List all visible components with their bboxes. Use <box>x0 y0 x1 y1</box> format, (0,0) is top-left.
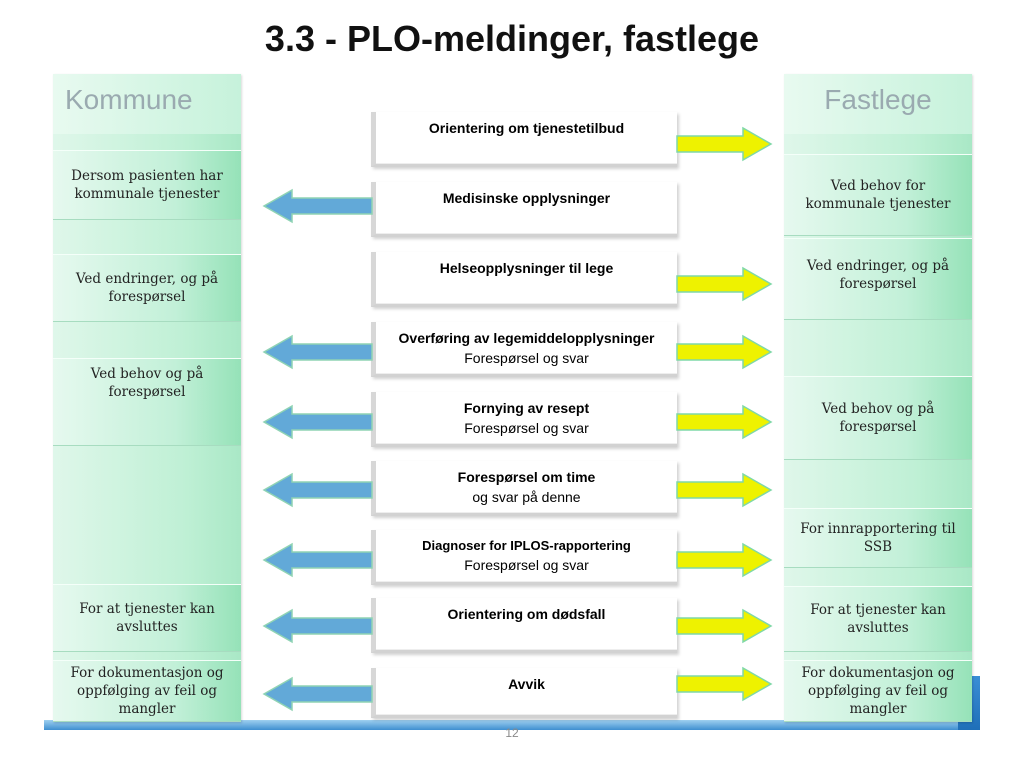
fastlege-box: For dokumentasjon og oppfølging av feil … <box>784 660 972 722</box>
arrow-right-icon <box>676 666 773 702</box>
page-number: 12 <box>505 726 519 740</box>
kommune-box: Dersom pasienten har kommunale tjenester <box>53 150 241 220</box>
arrow-left-icon <box>262 608 373 644</box>
message-title: Orientering om dødsfall <box>447 606 606 622</box>
arrow-left-icon <box>262 404 373 440</box>
message-box: Helseopplysninger til lege <box>371 252 677 307</box>
fastlege-box: For innrapportering til SSB <box>784 508 972 568</box>
message-title: Avvik <box>508 676 545 692</box>
fastlege-box: For at tjenester kan avsluttes <box>784 586 972 652</box>
message-subtitle: Forespørsel og svar <box>464 350 589 366</box>
message-box: Overføring av legemiddelopplysninger For… <box>371 322 677 377</box>
message-title: Overføring av legemiddelopplysninger <box>398 330 655 346</box>
message-box: Medisinske opplysninger <box>371 182 677 237</box>
fastlege-header: Fastlege <box>784 74 972 134</box>
slide-title: 3.3 - PLO-meldinger, fastlege <box>264 18 760 59</box>
message-title: Forespørsel om time <box>457 469 596 485</box>
arrow-left-icon <box>262 472 373 508</box>
message-box: Forespørsel om time og svar på denne <box>371 461 677 516</box>
fastlege-box: Ved endringer, og på forespørsel <box>784 238 972 320</box>
message-box: Fornying av resept Forespørsel og svar <box>371 392 677 447</box>
arrow-left-icon <box>262 676 373 712</box>
message-box: Diagnoser for IPLOS-rapportering Forespø… <box>371 530 677 585</box>
arrow-right-icon <box>676 404 773 440</box>
message-title: Medisinske opplysninger <box>442 190 611 206</box>
arrow-right-icon <box>676 472 773 508</box>
kommune-box: Ved behov og på forespørsel <box>53 358 241 446</box>
message-title: Fornying av resept <box>463 400 590 416</box>
message-box: Orientering om tjenestetilbud <box>371 112 677 167</box>
kommune-box: For at tjenester kan avsluttes <box>53 584 241 652</box>
footer-band <box>44 720 980 730</box>
kommune-header: Kommune <box>53 74 241 134</box>
message-subtitle: Forespørsel og svar <box>464 420 589 436</box>
arrow-left-icon <box>262 188 373 224</box>
fastlege-box: Ved behov for kommunale tjenester <box>784 154 972 236</box>
arrow-left-icon <box>262 542 373 578</box>
message-title: Helseopplysninger til lege <box>439 260 614 276</box>
kommune-box: Ved endringer, og på forespørsel <box>53 254 241 322</box>
fastlege-box: Ved behov og på forespørsel <box>784 376 972 460</box>
arrow-right-icon <box>676 334 773 370</box>
kommune-box: For dokumentasjon og oppfølging av feil … <box>53 660 241 722</box>
kommune-column: Kommune Dersom pasienten har kommunale t… <box>53 74 241 722</box>
arrow-left-icon <box>262 334 373 370</box>
arrow-right-icon <box>676 608 773 644</box>
message-subtitle: Forespørsel og svar <box>464 557 589 573</box>
message-box: Avvik <box>371 668 677 718</box>
message-title: Orientering om tjenestetilbud <box>428 120 625 136</box>
arrow-right-icon <box>676 542 773 578</box>
message-title: Diagnoser for IPLOS-rapportering <box>422 538 631 553</box>
fastlege-column: Fastlege Ved behov for kommunale tjenest… <box>784 74 972 722</box>
arrow-right-icon <box>676 266 773 302</box>
arrow-right-icon <box>676 126 773 162</box>
message-subtitle: og svar på denne <box>472 489 581 505</box>
message-box: Orientering om dødsfall <box>371 598 677 653</box>
